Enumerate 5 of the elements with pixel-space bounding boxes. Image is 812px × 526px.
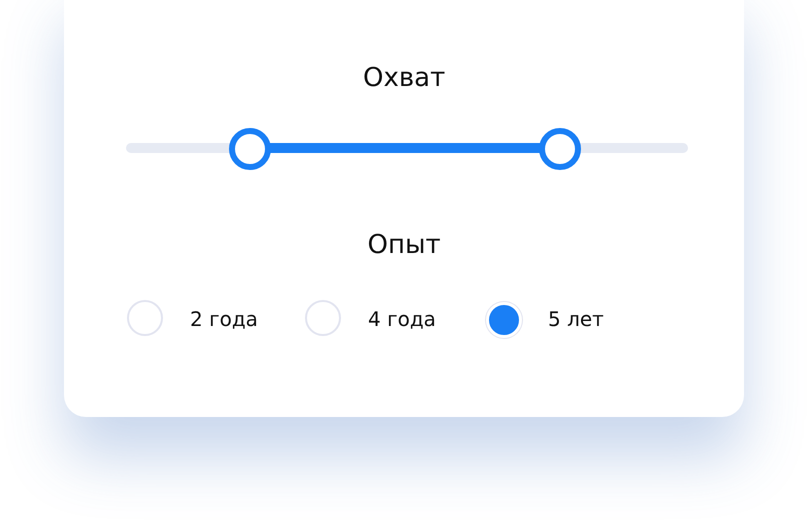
- option-label: 2 года: [190, 307, 258, 331]
- section-heading: Опыт: [368, 230, 441, 260]
- option-label: 4 года: [368, 307, 436, 331]
- option-label: 5 лет: [548, 307, 604, 331]
- section-heading: Охват: [363, 63, 446, 93]
